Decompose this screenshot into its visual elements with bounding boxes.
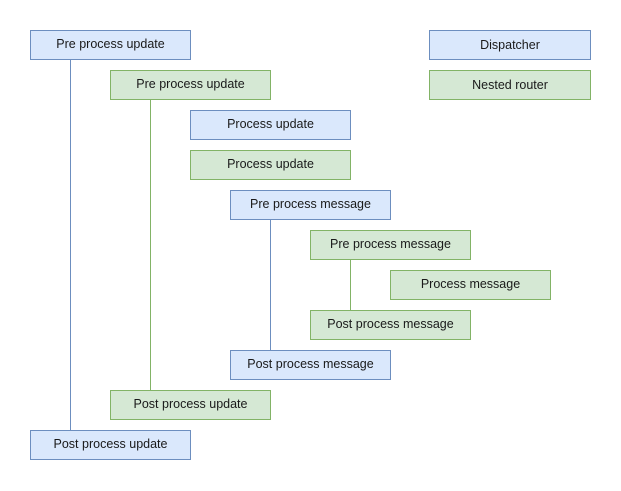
process-node[interactable]: Post process update [30, 430, 191, 460]
legend-item-blue: Dispatcher [429, 30, 591, 60]
process-node[interactable]: Process message [390, 270, 551, 300]
process-node[interactable]: Pre process update [110, 70, 271, 100]
connector-n1-to-n11 [70, 60, 71, 430]
process-node[interactable]: Post process update [110, 390, 271, 420]
connector-n6-to-n8 [350, 260, 351, 310]
connector-n5-to-n9 [270, 220, 271, 350]
process-node[interactable]: Pre process message [230, 190, 391, 220]
legend-item-green: Nested router [429, 70, 591, 100]
process-node[interactable]: Post process message [230, 350, 391, 380]
process-node[interactable]: Pre process message [310, 230, 471, 260]
process-node[interactable]: Pre process update [30, 30, 191, 60]
connector-n2-to-n10 [150, 100, 151, 390]
process-node[interactable]: Post process message [310, 310, 471, 340]
process-node[interactable]: Process update [190, 110, 351, 140]
process-node[interactable]: Process update [190, 150, 351, 180]
